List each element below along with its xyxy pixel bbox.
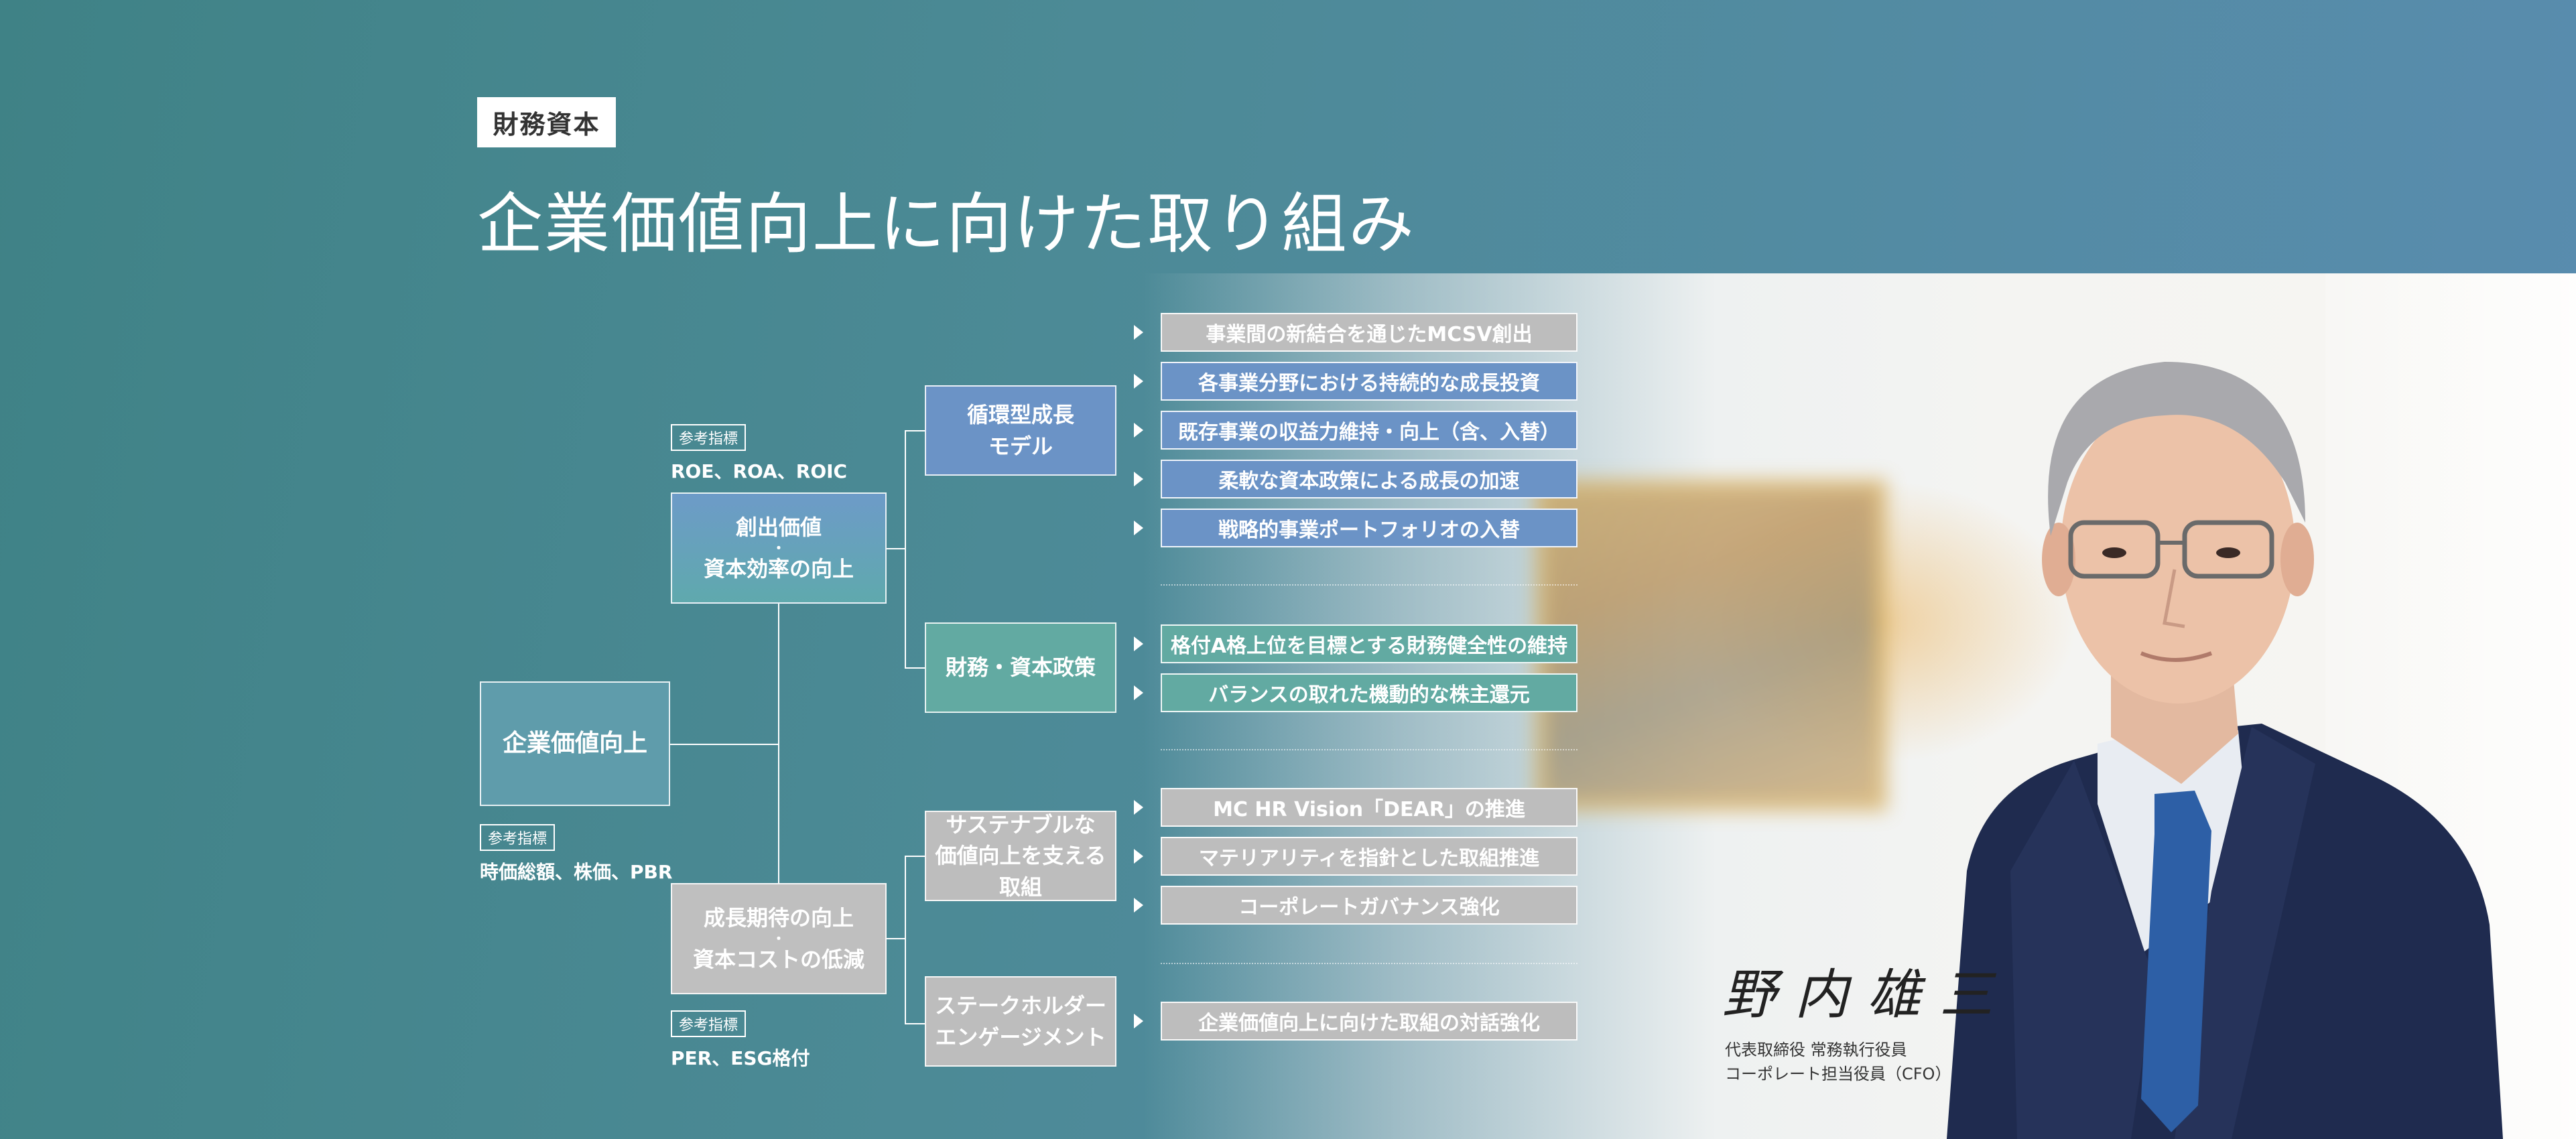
action-item: 事業間の新結合を通じたMCSV創出 — [1161, 313, 1577, 352]
arrow-icon — [1134, 898, 1143, 913]
page-title: 企業価値向上に向けた取り組み — [477, 186, 1416, 263]
divider — [1161, 963, 1577, 964]
arrow-icon — [1134, 325, 1143, 340]
pillar2-ref-tag: 参考指標 — [671, 1010, 747, 1037]
connector-pillar1-v — [905, 430, 906, 667]
action-item: 各事業分野における持続的な成長投資 — [1161, 362, 1577, 401]
divider — [1161, 584, 1577, 586]
strategy-financial-policy: 財務・資本政策 — [925, 622, 1116, 713]
strategy4-line1: ステークホルダー — [934, 993, 1106, 1019]
pillar1-dot: ・ — [772, 540, 785, 556]
strategy2-line1: 財務・資本政策 — [945, 655, 1096, 681]
connector-strategy1-in — [905, 430, 925, 431]
arrow-icon — [1134, 636, 1143, 651]
pillar-capital-efficiency: 創出価値 ・ 資本効率の向上 — [671, 492, 887, 604]
pillar1-ref-text: ROE、ROA、ROIC — [671, 460, 848, 482]
connector-pillar2-out — [887, 938, 905, 939]
pillar2-line2: 資本コストの低減 — [692, 947, 864, 972]
root-node: 企業価値向上 — [480, 681, 670, 806]
executive-title-line1: 代表取締役 常務執行役員 — [1725, 1041, 1907, 1059]
arrow-icon — [1134, 374, 1143, 389]
action-item: MC HR Vision「DEAR」の推進 — [1161, 788, 1577, 827]
strategy-sustainable-value: サステナブルな 価値向上を支える 取組 — [925, 811, 1116, 901]
root-label: 企業価値向上 — [502, 729, 647, 757]
root-ref-tag: 参考指標 — [480, 824, 556, 851]
action-item: 企業価値向上に向けた取組の対話強化 — [1161, 1002, 1577, 1041]
pillar2-line1: 成長期待の向上 — [703, 904, 854, 931]
divider — [1161, 749, 1577, 750]
pillar2-dot: ・ — [772, 931, 785, 947]
action-item: コーポレートガバナンス強化 — [1161, 886, 1577, 925]
pillar1-line1: 創出価値 — [735, 514, 822, 540]
connector-strategy2-in — [905, 667, 925, 669]
arrow-icon — [1134, 1014, 1143, 1028]
arrow-icon — [1134, 423, 1143, 438]
action-item: マテリアリティを指針とした取組推進 — [1161, 837, 1577, 876]
pillar-growth-expectation: 成長期待の向上 ・ 資本コストの低減 — [671, 883, 887, 994]
pillar1-ref-tag: 参考指標 — [671, 424, 747, 451]
pillar2-ref-text: PER、ESG格付 — [671, 1047, 810, 1069]
connector-root-h — [670, 744, 779, 745]
executive-signature: 野内雄三 — [1722, 963, 2012, 1026]
strategy3-line3: 取組 — [999, 874, 1042, 900]
connector-strategy4-in — [905, 1023, 925, 1024]
category-tag: 財務資本 — [477, 97, 616, 147]
arrow-icon — [1134, 521, 1143, 535]
strategy1-line2: モデル — [988, 433, 1053, 459]
strategy-circular-growth: 循環型成長 モデル — [925, 385, 1116, 476]
strategy3-line2: 価値向上を支える — [935, 843, 1106, 869]
strategy1-line1: 循環型成長 — [966, 402, 1074, 428]
action-item: 格付A格上位を目標とする財務健全性の維持 — [1161, 624, 1577, 663]
arrow-icon — [1134, 472, 1143, 486]
arrow-icon — [1134, 849, 1143, 864]
connector-pillar1-out — [887, 548, 905, 549]
connector-strategy3-in — [905, 856, 925, 857]
connector-root-v — [778, 602, 779, 884]
arrow-icon — [1134, 800, 1143, 815]
action-item: 既存事業の収益力維持・向上（含、入替） — [1161, 411, 1577, 450]
root-ref-text: 時価総額、株価、PBR — [480, 861, 673, 883]
executive-title-line2: コーポレート担当役員（CFO） — [1725, 1065, 1951, 1083]
strategy4-line2: エンゲージメント — [935, 1024, 1106, 1050]
action-item: バランスの取れた機動的な株主還元 — [1161, 673, 1577, 712]
strategy3-line1: サステナブルな — [946, 811, 1096, 838]
arrow-icon — [1134, 685, 1143, 700]
strategy-stakeholder-engagement: ステークホルダー エンゲージメント — [925, 976, 1116, 1067]
action-item: 柔軟な資本政策による成長の加速 — [1161, 460, 1577, 498]
action-item: 戦略的事業ポートフォリオの入替 — [1161, 509, 1577, 547]
pillar1-line2: 資本効率の向上 — [703, 556, 854, 582]
connector-pillar2-v — [905, 856, 906, 1023]
